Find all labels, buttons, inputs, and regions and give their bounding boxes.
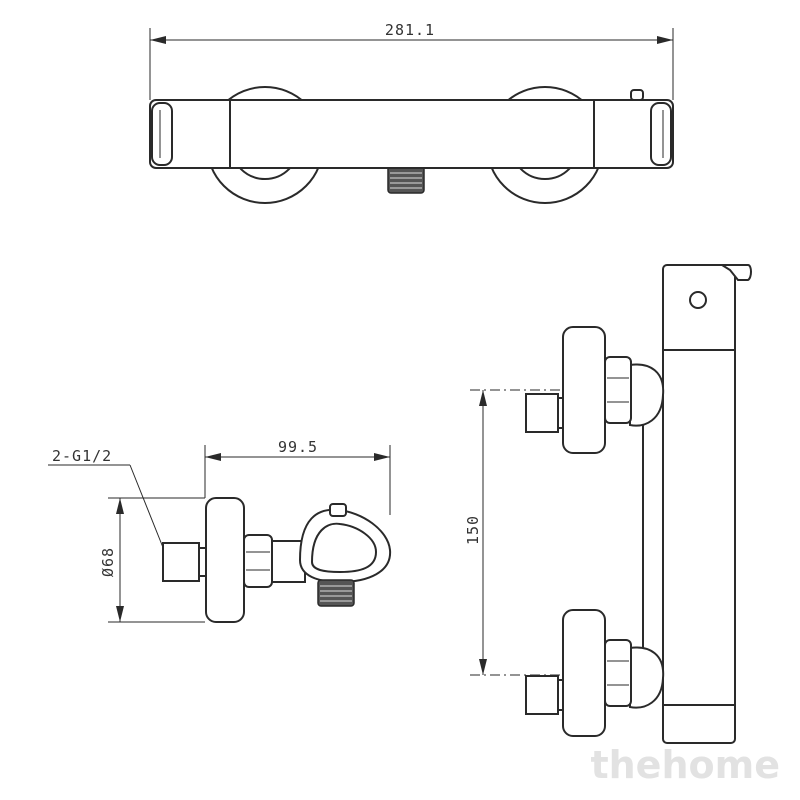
inlet-thread-side: [162, 542, 200, 582]
nut-bottom: [604, 639, 632, 707]
flange-top: [562, 326, 606, 454]
safety-button: [630, 89, 644, 101]
dim-total-width: 281.1: [385, 21, 435, 39]
outlet-thread-side: [317, 579, 355, 607]
handle-left: [151, 102, 173, 166]
top-handle-tab: [718, 264, 752, 281]
mixer-center-section: [229, 99, 595, 169]
nut-top: [604, 356, 632, 424]
dim-inlet-spacing: 150: [464, 515, 482, 545]
nut-side: [243, 534, 273, 588]
handle-right: [650, 102, 672, 166]
vertical-bar-body: [662, 264, 736, 744]
dim-arrow-right: [657, 36, 673, 44]
connector-rail: [642, 397, 664, 669]
flange-side: [205, 497, 245, 623]
side-view: 99.5 2-G1/2 Ø68: [48, 438, 392, 623]
dim-side-depth: 99.5: [278, 438, 318, 456]
inlet-thread-bottom: [525, 675, 559, 715]
watermark: thehome: [590, 743, 780, 787]
safety-button-side: [329, 503, 347, 517]
thread-label: 2-G1/2: [52, 447, 112, 465]
elbow-bottom: [629, 646, 665, 709]
elbow-top: [629, 363, 665, 427]
top-view: 281.1: [149, 21, 674, 204]
inlet-thread-top: [525, 393, 559, 433]
flange-bottom: [562, 609, 606, 737]
dim-diameter: Ø68: [99, 547, 117, 577]
button-hole: [689, 291, 707, 309]
front-view: 150: [464, 264, 752, 744]
body-neck-side: [271, 540, 306, 583]
dim-arrow-left: [150, 36, 166, 44]
